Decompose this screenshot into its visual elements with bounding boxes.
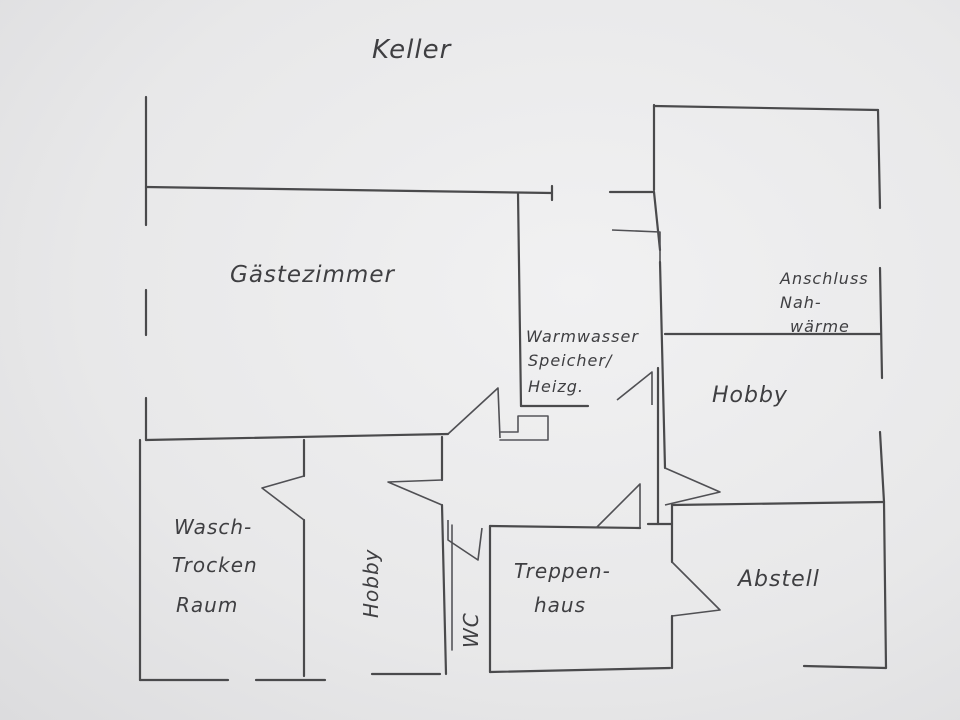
- label-wc: WC: [459, 612, 483, 648]
- label-hobby-right: Hobby: [712, 383, 788, 408]
- wall-treppenhaus: [488, 483, 672, 674]
- wall-right-block: [608, 103, 886, 526]
- door-warmwasser: [616, 371, 653, 405]
- svg-text:Trocken: Trocken: [172, 553, 258, 577]
- label-gaestezimmer: Gästezimmer: [230, 262, 395, 288]
- svg-text:haus: haus: [534, 593, 586, 617]
- svg-text:Warmwasser: Warmwasser: [526, 327, 639, 346]
- label-warmwasser: Warmwasser Speicher/ Heizg.: [526, 327, 639, 396]
- svg-text:Wasch-: Wasch-: [174, 515, 252, 539]
- svg-text:Raum: Raum: [176, 593, 238, 617]
- door-hall: [447, 520, 483, 561]
- wall-utility: [499, 404, 590, 441]
- label-treppenhaus: Treppen- haus: [514, 559, 611, 617]
- svg-text:Speicher/: Speicher/: [528, 351, 613, 370]
- svg-text:Nah-: Nah-: [780, 293, 822, 312]
- wall-hobby-left: [370, 435, 453, 676]
- plan-title: Keller: [372, 35, 453, 65]
- svg-text:Heizg.: Heizg.: [528, 377, 584, 396]
- door-gaestezimmer: [447, 387, 501, 439]
- wall-abstell: [670, 500, 888, 670]
- wall-lower-left-top: [144, 432, 450, 442]
- label-wasch: Wasch- Trocken Raum: [172, 515, 258, 617]
- svg-text:wärme: wärme: [790, 317, 850, 336]
- svg-text:Treppen-: Treppen-: [514, 559, 611, 583]
- svg-text:Anschluss: Anschluss: [779, 269, 869, 288]
- label-abstell: Abstell: [736, 567, 820, 592]
- label-anschluss: Anschluss Nah- wärme: [779, 269, 869, 336]
- label-hobby-left: Hobby: [359, 548, 383, 618]
- wall-gaestezimmer: [144, 95, 554, 442]
- wall-wasch: [138, 438, 327, 682]
